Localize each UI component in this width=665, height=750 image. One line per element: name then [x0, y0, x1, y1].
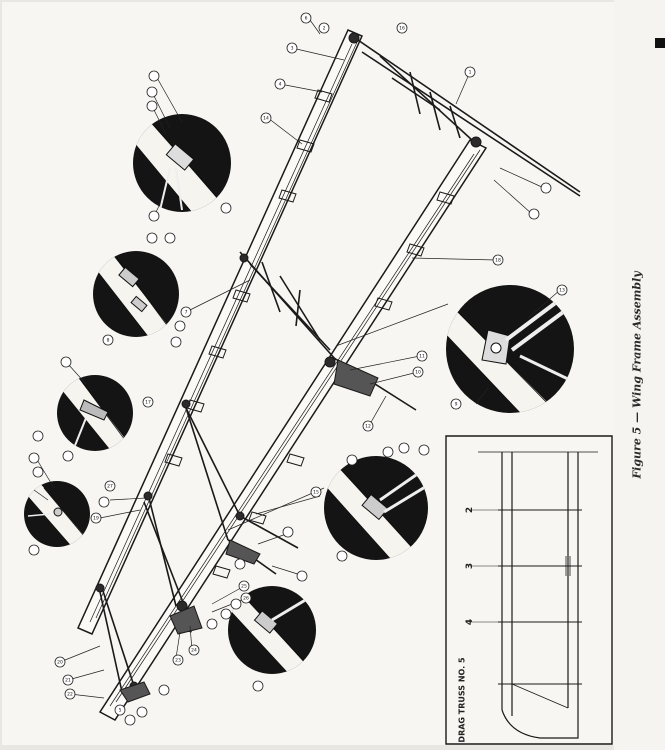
callout-number: 25 — [241, 584, 247, 590]
callout-number: 24 — [191, 648, 197, 654]
callout-numbers: 6 3 16 4 1 14 7 17 13 18 19 10 11 12 9 2… — [57, 16, 565, 714]
callout-number: 7 — [185, 310, 188, 316]
inset-title: DRAG TRUSS NO. 5 — [457, 657, 467, 743]
callout-number: 4 — [279, 82, 282, 88]
figure-caption: Figure 5 — Wing Frame Assembly — [630, 271, 644, 479]
detail-circle-1 — [133, 114, 231, 212]
spar-blocks — [164, 89, 455, 633]
callout-number: 9 — [455, 402, 458, 408]
callout-number: 21 — [65, 678, 71, 684]
detail-circle-2 — [93, 251, 179, 337]
callout-number: 23 — [175, 658, 181, 664]
rear-spar — [98, 139, 488, 721]
drag-truss-inset — [445, 435, 613, 745]
detail-circle-4 — [24, 481, 90, 547]
callout-number: 10 — [415, 370, 421, 376]
callout-number: 15 — [313, 490, 319, 496]
callout-number: 2 — [323, 26, 326, 32]
callout-number: 22 — [67, 692, 73, 698]
callout-number: 26 — [243, 596, 249, 602]
callout-number: 1 — [469, 70, 472, 76]
detail-circle-6 — [324, 456, 428, 560]
truss-number: 2 — [465, 506, 476, 514]
detail-circle-7 — [228, 586, 316, 674]
callout-number: 20 — [57, 660, 63, 666]
callout-number: 27 — [107, 484, 113, 490]
callout-number: 12 — [365, 424, 371, 430]
callout-number: 18 — [495, 258, 501, 264]
callout-number: 16 — [399, 26, 405, 32]
callout-number: 8 — [107, 338, 110, 344]
callout-bubbles — [28, 12, 568, 726]
callout-number: 17 — [145, 400, 151, 406]
scan-edge-mark — [655, 38, 665, 48]
detail-circle-5 — [446, 285, 574, 413]
callout-number: 3 — [291, 46, 294, 52]
caption-strip — [614, 0, 665, 750]
fittings — [95, 32, 482, 703]
callout-number: 19 — [93, 516, 99, 522]
callout-number: 11 — [419, 354, 425, 360]
callout-number: 6 — [305, 16, 308, 22]
detail-circle-3 — [57, 375, 133, 451]
drag-truss-structure — [99, 37, 581, 693]
callout-number: 13 — [559, 288, 565, 294]
truss-number: 4 — [465, 618, 476, 626]
truss-number: 3 — [465, 562, 476, 570]
callout-number: 5 — [119, 708, 122, 714]
callout-number: 14 — [263, 116, 269, 122]
